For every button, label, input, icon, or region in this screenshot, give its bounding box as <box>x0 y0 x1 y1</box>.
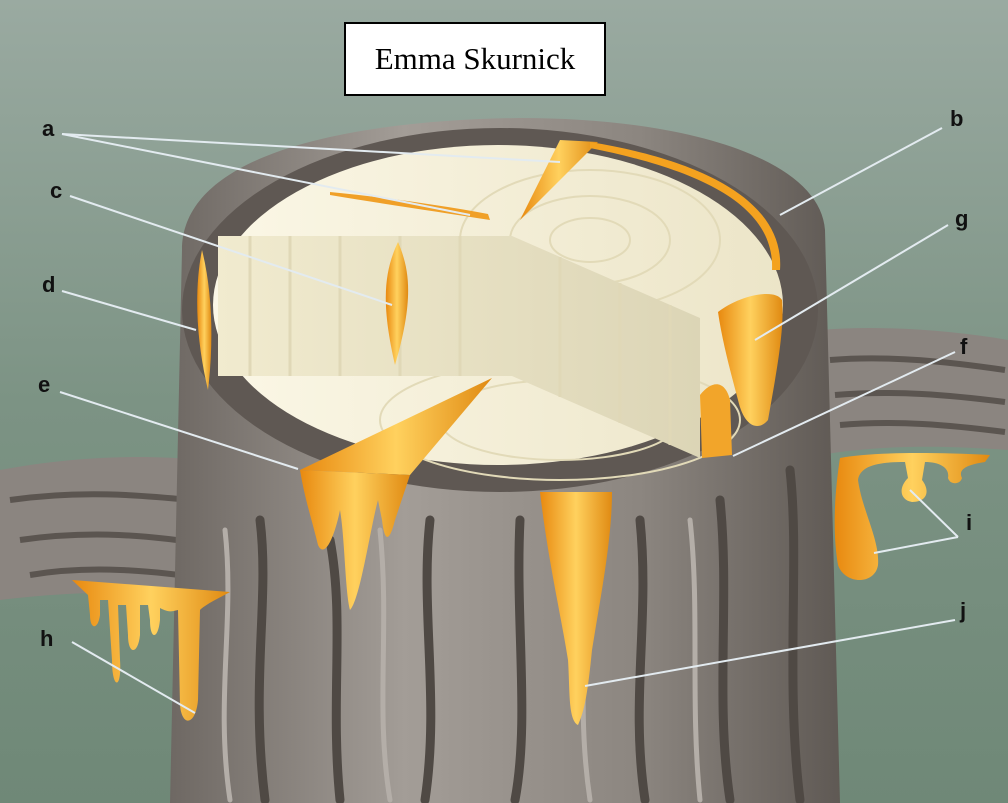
label-d: d <box>42 274 55 296</box>
label-a: a <box>42 118 54 140</box>
resin-block-edge <box>700 384 732 458</box>
label-j: j <box>960 600 966 622</box>
label-c: c <box>50 180 62 202</box>
label-f: f <box>960 336 967 358</box>
label-h: h <box>40 628 53 650</box>
label-i: i <box>966 512 972 534</box>
label-b: b <box>950 108 963 130</box>
label-e: e <box>38 374 50 396</box>
student-name-box: Emma Skurnick <box>344 22 606 96</box>
label-g: g <box>955 208 968 230</box>
